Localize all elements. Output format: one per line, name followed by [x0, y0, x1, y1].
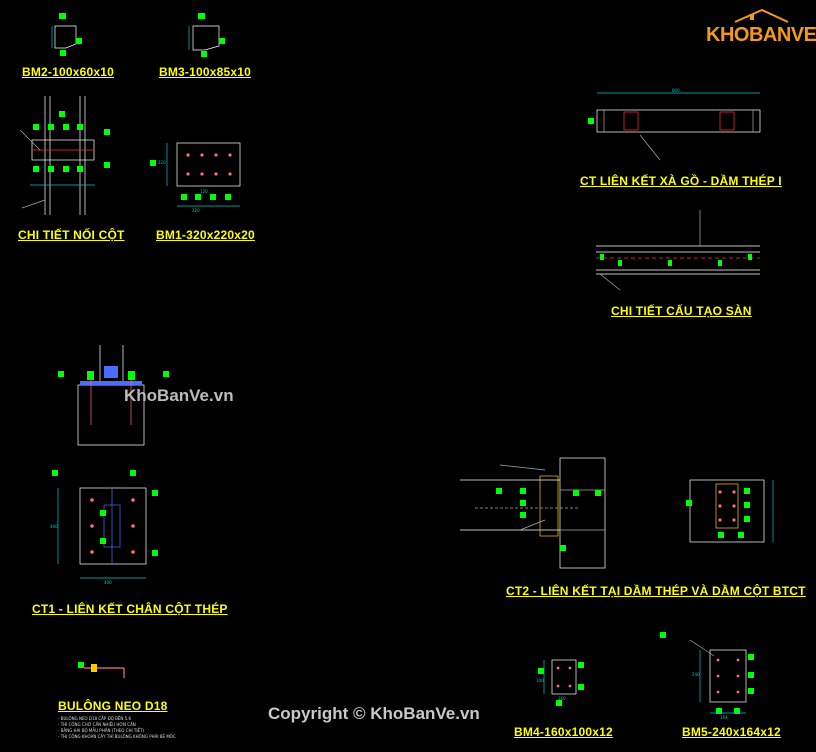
purlin-connection-title: CT LIÊN KẾT XÀ GỒ - DẦM THÉP I [580, 174, 782, 188]
bm2-plate-drawing [51, 13, 82, 56]
bm5-title: BM5-240x164x12 [682, 725, 781, 739]
anchor-bolt-drawing [78, 662, 125, 678]
ct1-height-dim: 400 [50, 524, 58, 529]
column-splice-drawing [19, 96, 110, 215]
bm4-height-dim: 100 [536, 678, 544, 683]
ct2-end-plate-view [686, 479, 774, 543]
anchor-bolt-title: BULÔNG NEO D18 [58, 699, 168, 713]
floor-section-title: CHI TIẾT CẤU TẠO SÀN [611, 304, 752, 318]
logo-house-graphic [734, 8, 789, 23]
copyright-watermark: Copyright © KhoBanVe.vn [268, 704, 480, 723]
bm1-width-dim: 320 [192, 208, 200, 213]
anchor-bolt-note-3: - BẰNG HAI BỘ MẪU PHẦN (THEO CHI TIẾT) [58, 728, 145, 733]
anchor-bolt-note-2: - THI CÔNG CHỜ CẦN NHIỀU HƠN CẦN [58, 722, 136, 727]
anchor-bolt-note-4: - THI CÔNG KHOAN CẤY THÌ BULÔNG KHÔNG PH… [58, 734, 176, 739]
bm1-height-dim: 220 [158, 160, 166, 165]
bm1-plate-drawing [150, 142, 241, 207]
bm1-inner-dim: 120 [200, 189, 208, 194]
logo-text: KHOBANVE [706, 24, 816, 46]
bm4-width-dim: 160 [558, 696, 566, 701]
center-watermark: KhoBanVe.vn [124, 386, 234, 405]
ct1-base-plate-plan [52, 470, 158, 579]
purlin-beam-drawing [588, 92, 761, 161]
anchor-bolt-note-1: - BULÔNG NEO D18 CẤP ĐỘ BỀN 5.6 [58, 716, 131, 721]
bm1-title: BM1-320x220x20 [156, 228, 255, 242]
bm5-width-dim: 240 [692, 672, 700, 677]
column-splice-title: CHI TIẾT NỐI CỘT [18, 228, 125, 242]
ct2-title: CT2 - LIÊN KẾT TẠI DẦM THÉP VÀ DẦM CỘT B… [506, 584, 806, 598]
khobanve-logo: KHOBANVE [706, 10, 816, 52]
bm3-title: BM3-100x85x10 [159, 65, 251, 79]
bm2-title: BM2-100x60x10 [22, 65, 114, 79]
floor-section-drawing [596, 210, 760, 291]
ct2-connection-elevation [460, 457, 606, 569]
bm4-title: BM4-160x100x12 [514, 725, 613, 739]
bm4-plate-drawing [538, 659, 584, 706]
bm5-inner-dim: 164 [720, 715, 728, 720]
xago-span-dim: 800 [672, 88, 680, 93]
ct1-title: CT1 - LIÊN KẾT CHÂN CỘT THÉP [32, 602, 228, 616]
bm3-plate-drawing [188, 13, 225, 57]
ct1-width-dim: 400 [104, 580, 112, 585]
bm5-plate-drawing [660, 632, 754, 714]
anchor-bolt-elevation [58, 345, 169, 446]
